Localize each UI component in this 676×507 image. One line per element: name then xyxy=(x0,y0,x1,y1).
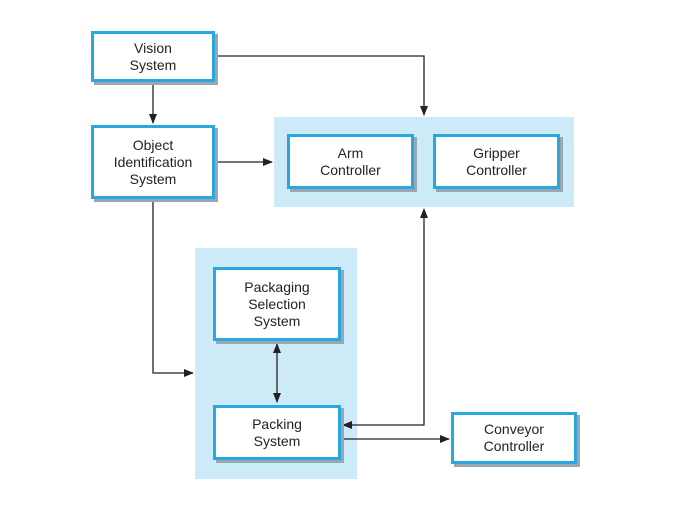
packaging-selection-system-node: Packaging Selection System xyxy=(213,267,341,341)
gripper-controller-node: Gripper Controller xyxy=(433,134,560,189)
arm-controller-label: Arm Controller xyxy=(320,144,381,178)
conveyor-controller-node: Conveyor Controller xyxy=(451,412,577,464)
edge-vision-to-controllers xyxy=(216,55,428,116)
object-identification-system-node: Object Identification System xyxy=(91,125,215,199)
vision-system-label: Vision System xyxy=(129,39,177,73)
gripper-controller-label: Gripper Controller xyxy=(466,144,527,178)
packing-system-label: Packing System xyxy=(252,415,302,449)
arm-controller-node: Arm Controller xyxy=(287,134,414,189)
edge-object-identification-to-packaging xyxy=(152,200,194,377)
conveyor-controller-label: Conveyor Controller xyxy=(483,421,545,454)
packing-system-node: Packing System xyxy=(213,405,341,460)
object-identification-system-label: Object Identification System xyxy=(113,136,193,187)
vision-system-node: Vision System xyxy=(91,31,215,82)
packaging-selection-system-label: Packaging Selection System xyxy=(244,278,310,329)
edge-packing-to-controllers xyxy=(342,208,428,429)
